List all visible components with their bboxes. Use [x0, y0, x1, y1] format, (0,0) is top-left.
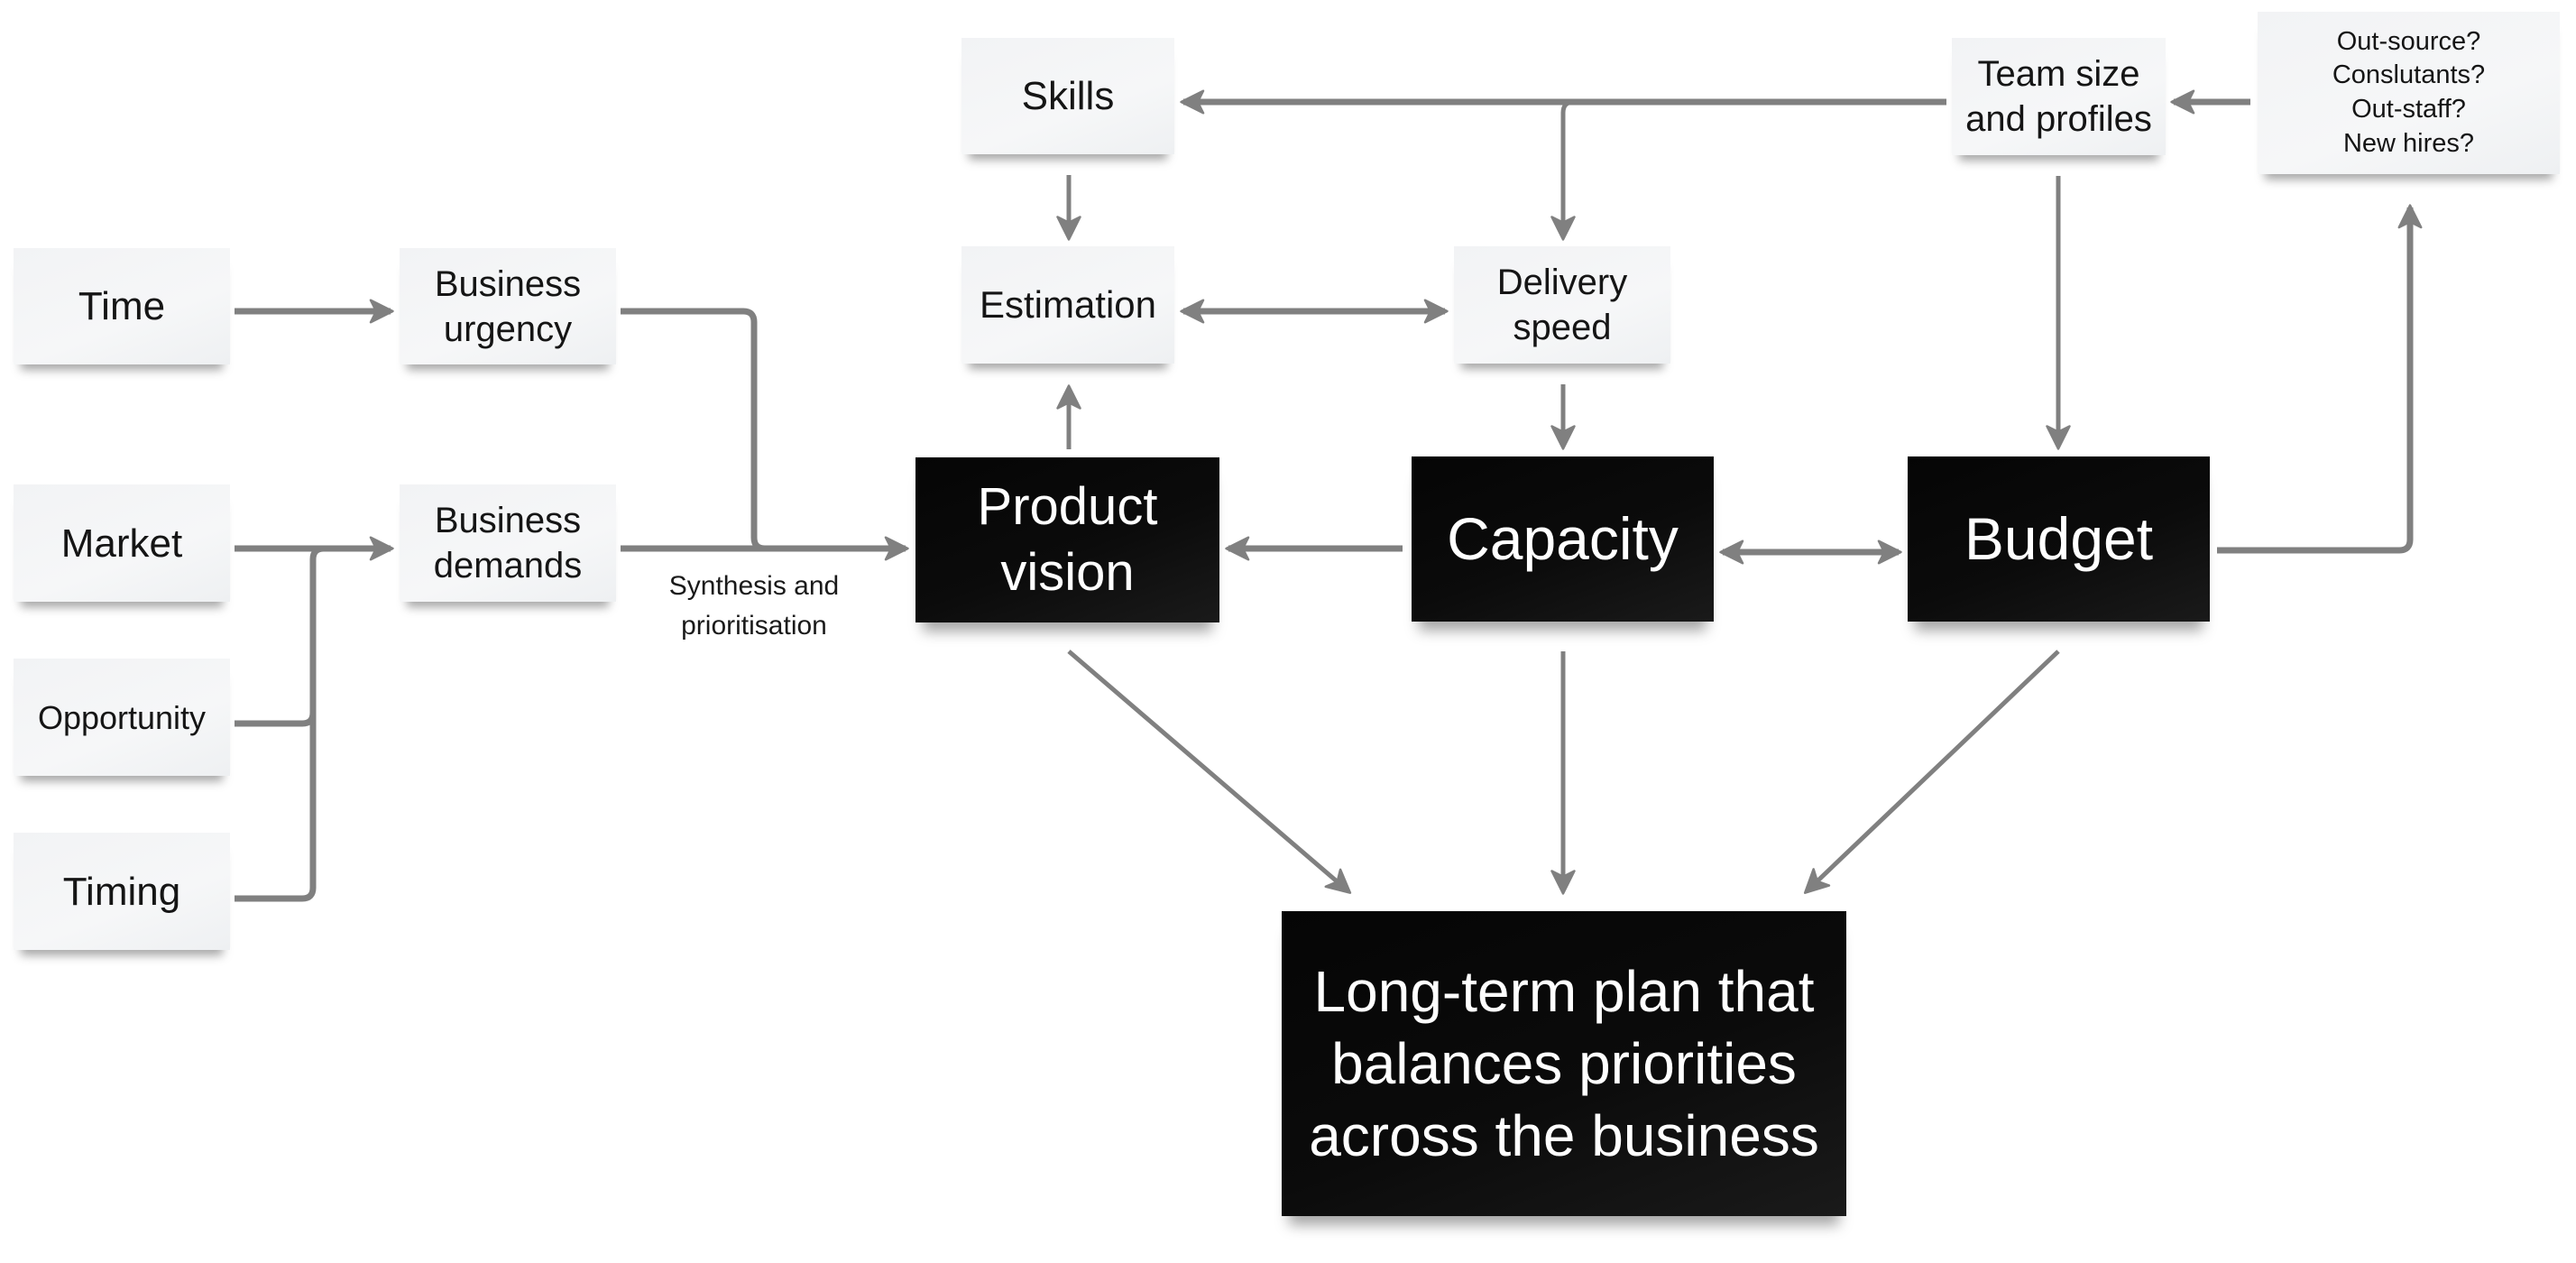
node-delivery-speed-label: Delivery speed — [1496, 263, 1628, 347]
node-capacity-label: Capacity — [1447, 505, 1679, 573]
node-business-demands-label: Business demands — [433, 501, 583, 585]
node-business-urgency-label: Business urgency — [434, 263, 582, 349]
node-budget[interactable]: Budget — [1908, 456, 2210, 622]
node-timing[interactable]: Timing — [14, 833, 230, 950]
edge-budget-to-options — [2217, 204, 2423, 554]
edge-budget-to-plan — [1803, 650, 2060, 894]
edge-urgency-to-vision — [621, 308, 766, 552]
node-estimation[interactable]: Estimation — [961, 246, 1174, 364]
node-market[interactable]: Market — [14, 484, 230, 602]
edge-timing-to-demands — [235, 559, 317, 902]
node-budget-label: Budget — [1964, 505, 2154, 573]
node-staffing-options-label: Out-source? Conslutants? Out-staff? New … — [2332, 26, 2486, 158]
node-long-term-plan[interactable]: Long-term plan that balances priorities … — [1282, 911, 1846, 1216]
node-business-demands[interactable]: Business demands — [400, 484, 616, 602]
node-time[interactable]: Time — [14, 248, 230, 364]
node-delivery-speed[interactable]: Delivery speed — [1454, 246, 1670, 364]
node-staffing-options[interactable]: Out-source? Conslutants? Out-staff? New … — [2258, 12, 2560, 174]
node-timing-label: Timing — [62, 869, 181, 914]
node-capacity[interactable]: Capacity — [1412, 456, 1714, 622]
node-skills[interactable]: Skills — [961, 38, 1174, 154]
edge-label-synthesis: Synthesis and prioritisation — [668, 571, 840, 641]
node-time-label: Time — [78, 284, 166, 328]
node-long-term-plan-label: Long-term plan that balances priorities … — [1309, 959, 1819, 1168]
node-team-size[interactable]: Team size and profiles — [1952, 38, 2166, 155]
node-business-urgency[interactable]: Business urgency — [400, 248, 616, 364]
node-opportunity[interactable]: Opportunity — [14, 659, 230, 776]
node-estimation-label: Estimation — [979, 282, 1157, 326]
node-product-vision[interactable]: Product vision — [915, 457, 1219, 622]
node-market-label: Market — [60, 521, 183, 566]
edge-vision-to-plan — [1067, 650, 1352, 894]
edge-team-to-delivery — [1550, 99, 1576, 241]
node-product-vision-label: Product vision — [977, 477, 1158, 602]
node-opportunity-label: Opportunity — [37, 698, 207, 736]
node-team-size-label: Team size and profiles — [1965, 54, 2152, 139]
node-skills-label: Skills — [1021, 74, 1115, 118]
